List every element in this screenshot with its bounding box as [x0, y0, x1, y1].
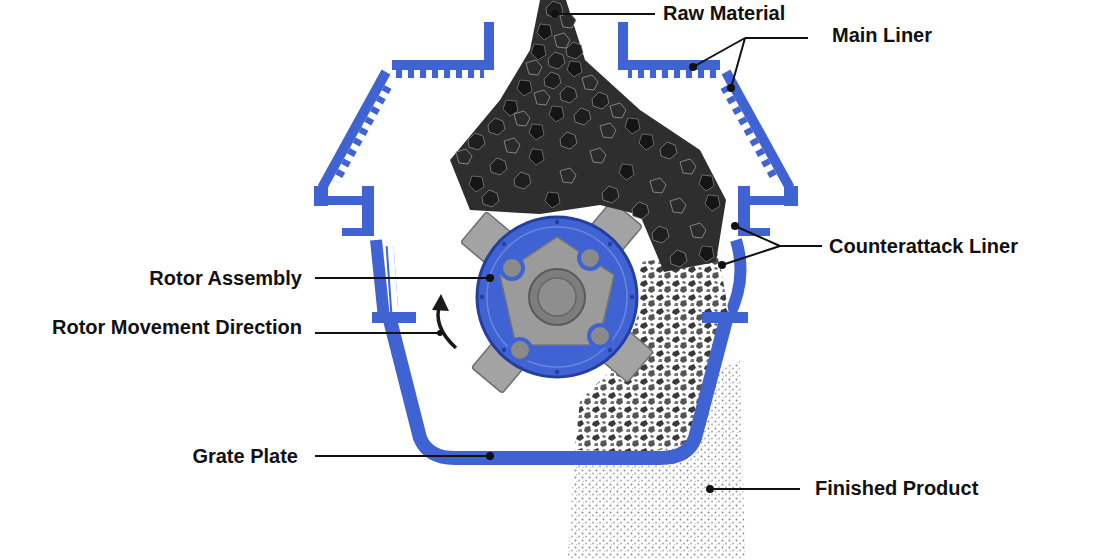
leader-lines	[315, 14, 822, 489]
raw-material-rocks	[450, 0, 726, 272]
part-label: Counterattack Liner	[829, 234, 1018, 258]
part-label: Rotor Movement Direction	[52, 315, 302, 339]
rotation-arrow	[432, 294, 456, 348]
part-label: Grate Plate	[192, 444, 298, 468]
part-label: Raw Material	[663, 1, 785, 25]
leader-dots	[437, 10, 739, 493]
rotor-assembly	[461, 201, 654, 394]
part-label: Finished Product	[815, 476, 978, 500]
part-label: Main Liner	[832, 23, 932, 47]
part-label: Rotor Assembly	[149, 266, 302, 290]
